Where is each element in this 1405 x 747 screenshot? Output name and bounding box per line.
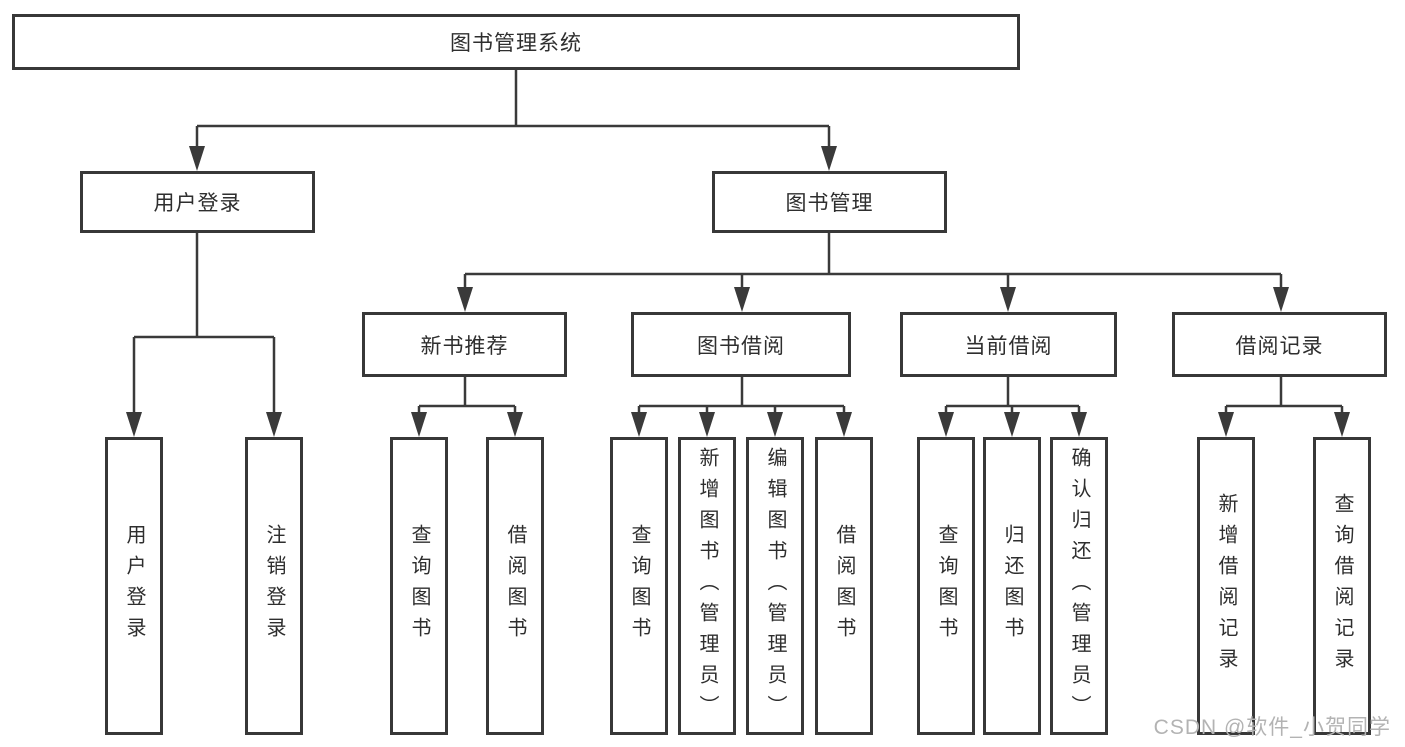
node-book-management: 图书管理 (712, 171, 947, 233)
node-current-borrowing: 当前借阅 (900, 312, 1117, 377)
node-label: 归还图书 (1001, 524, 1023, 648)
node-book-borrowing: 图书借阅 (631, 312, 851, 377)
node-label: 图书管理 (785, 192, 874, 215)
leaf-user-login: 用户登录 (105, 437, 163, 735)
node-label: 借阅记录 (1235, 334, 1324, 358)
node-label: 查询图书 (408, 524, 430, 648)
node-label: 查询图书 (935, 524, 957, 648)
node-label: 新增借阅记录 (1215, 493, 1237, 679)
leaf-query-borrow-record: 查询借阅记录 (1313, 437, 1371, 735)
leaf-borrow-books-2: 借阅图书 (815, 437, 873, 735)
leaf-add-borrow-record: 新增借阅记录 (1197, 437, 1255, 735)
leaf-return-books: 归还图书 (983, 437, 1041, 735)
leaf-confirm-return-admin: 确认归还（管理员） (1050, 437, 1108, 735)
node-borrowing-records: 借阅记录 (1172, 312, 1387, 377)
leaf-query-books-3: 查询图书 (917, 437, 975, 735)
node-label: 确认归还（管理员） (1068, 446, 1090, 726)
leaf-edit-books-admin: 编辑图书（管理员） (746, 437, 804, 735)
node-label: 当前借阅 (964, 334, 1053, 358)
node-label: 查询借阅记录 (1331, 493, 1353, 679)
leaf-query-books-2: 查询图书 (610, 437, 668, 735)
leaf-query-books-1: 查询图书 (390, 437, 448, 735)
node-label: 新书推荐 (420, 334, 509, 358)
leaf-add-books-admin: 新增图书（管理员） (678, 437, 736, 735)
node-label: 借阅图书 (504, 524, 526, 648)
node-label: 借阅图书 (833, 524, 855, 648)
node-label: 图书管理系统 (450, 32, 582, 55)
node-label: 编辑图书（管理员） (764, 446, 786, 726)
node-label: 新增图书（管理员） (696, 446, 718, 726)
node-label: 注销登录 (263, 524, 285, 648)
node-label: 图书借阅 (697, 334, 785, 358)
csdn-watermark: CSDN @软件_小贺同学 (1153, 716, 1391, 739)
node-label: 用户登录 (153, 192, 242, 215)
node-label: 用户登录 (123, 524, 145, 648)
leaf-borrow-books-1: 借阅图书 (486, 437, 544, 735)
leaf-logout-login: 注销登录 (245, 437, 303, 735)
node-label: 查询图书 (628, 524, 650, 648)
node-library-management-system: 图书管理系统 (12, 14, 1020, 70)
node-user-login: 用户登录 (80, 171, 315, 233)
node-new-book-recommendation: 新书推荐 (362, 312, 567, 377)
